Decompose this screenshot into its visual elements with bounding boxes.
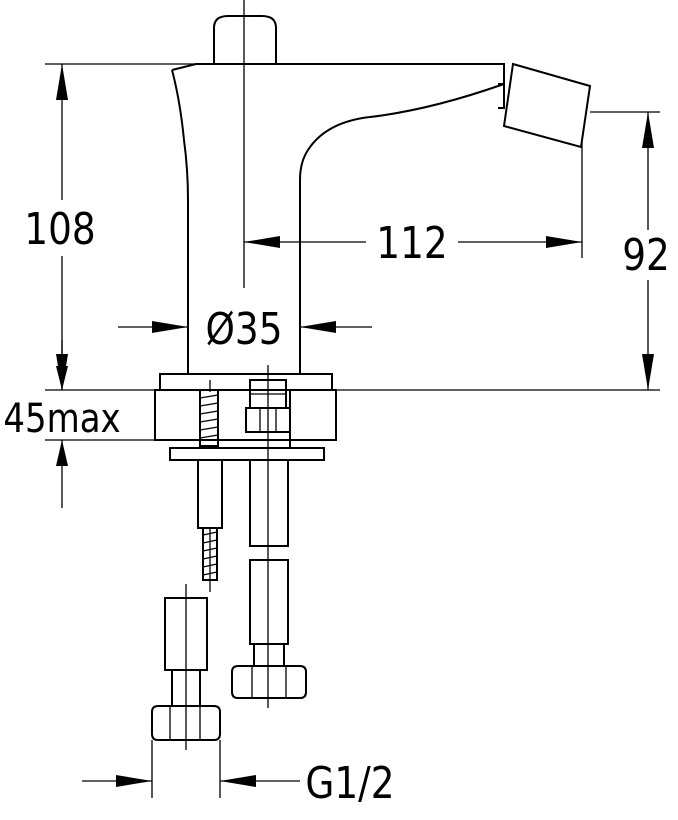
outlet-height-label: 92 — [622, 229, 670, 281]
diameter-label: Ø35 — [205, 303, 282, 355]
deck-slab-left — [154, 389, 201, 441]
faucet-body — [171, 15, 592, 375]
lever-handle — [213, 15, 277, 64]
hose-fitting-upper — [245, 365, 291, 708]
dimension-connection-thread: G1/2 — [82, 740, 395, 809]
flex-hose-left — [151, 584, 221, 750]
dimension-height: 108 — [24, 63, 244, 391]
threaded-stud — [197, 380, 223, 592]
dimension-spout-reach: 112 — [244, 140, 583, 269]
spout-reach-label: 112 — [376, 217, 447, 269]
deck-slab-right — [289, 389, 337, 441]
dimension-deck-thickness: 45max — [3, 340, 155, 508]
deck-thickness-label: 45max — [3, 395, 120, 441]
spray-outlet — [498, 62, 592, 149]
dimension-body-diameter: Ø35 — [118, 303, 372, 364]
hex-nut-right — [231, 665, 307, 699]
thread-label: G1/2 — [305, 757, 394, 809]
dimension-outlet-height: 92 — [332, 111, 670, 391]
flex-hose-right — [231, 459, 307, 699]
height-label: 108 — [24, 203, 95, 255]
